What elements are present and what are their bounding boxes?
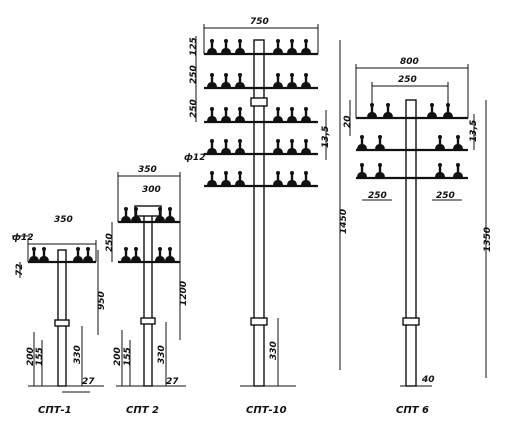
pole-spt-2: 350 300 250 1200 200 155 330 27 СПТ 2 bbox=[105, 165, 189, 416]
spt2-base-label: 200 bbox=[113, 347, 123, 366]
spt1-width-label: 350 bbox=[54, 215, 73, 225]
spt2-spacing-label: 250 bbox=[105, 233, 115, 252]
spt1-caption: СПТ-1 bbox=[38, 405, 72, 416]
spt1-gap-label: 72 bbox=[15, 263, 25, 276]
spt2-height-label: 1200 bbox=[179, 281, 189, 306]
spt10-side-label: 13,5 bbox=[321, 126, 331, 148]
spt10-spacing-label: 250 bbox=[189, 65, 199, 84]
pole-spt-10: 750 125 250 250 ф12 13,5 1450 330 СПТ-10 bbox=[184, 17, 349, 416]
spt2-caption: СПТ 2 bbox=[126, 405, 159, 416]
spt10-width-label: 750 bbox=[250, 17, 269, 27]
spt6-left-label: 250 bbox=[368, 191, 387, 201]
spt2-base2-label: 155 bbox=[123, 347, 133, 366]
spt6-caption: СПТ 6 bbox=[396, 405, 429, 416]
pole-spt-6: 800 250 20 13,5 250 250 1350 40 СПТ 6 bbox=[343, 57, 493, 416]
spt10-height-label: 1450 bbox=[339, 209, 349, 234]
pole-spt-1: 350 ф12 72 950 200 155 330 27 СПТ-1 bbox=[12, 215, 107, 416]
spt2-foot-label: 27 bbox=[166, 377, 179, 387]
spt6-height-label: 1350 bbox=[483, 227, 493, 252]
spt1-height-label: 950 bbox=[97, 291, 107, 310]
spt6-side-label: 13,5 bbox=[469, 120, 479, 142]
spt2-low-label: 330 bbox=[157, 345, 167, 364]
spt2-width-label: 350 bbox=[138, 165, 157, 175]
spt10-spacing2-label: 250 bbox=[189, 99, 199, 118]
spt1-low-label: 330 bbox=[73, 345, 83, 364]
spt6-foot-label: 40 bbox=[421, 375, 435, 385]
spt1-bolt-label: ф12 bbox=[12, 233, 33, 243]
spt6-right-label: 250 bbox=[436, 191, 455, 201]
spt1-base-label: 200 bbox=[26, 347, 36, 366]
spt6-inner-label: 250 bbox=[398, 75, 417, 85]
spt2-box-label: 300 bbox=[142, 185, 161, 195]
spt6-width-label: 800 bbox=[400, 57, 419, 67]
spt10-low-label: 330 bbox=[269, 341, 279, 360]
spt10-caption: СПТ-10 bbox=[246, 405, 287, 416]
spt1-base2-label: 155 bbox=[35, 347, 45, 366]
spt10-top-label: 125 bbox=[189, 37, 199, 56]
spt6-gap-label: 20 bbox=[343, 115, 353, 128]
spt1-foot-label: 27 bbox=[82, 377, 95, 387]
spt10-bolt-label: ф12 bbox=[184, 153, 205, 163]
